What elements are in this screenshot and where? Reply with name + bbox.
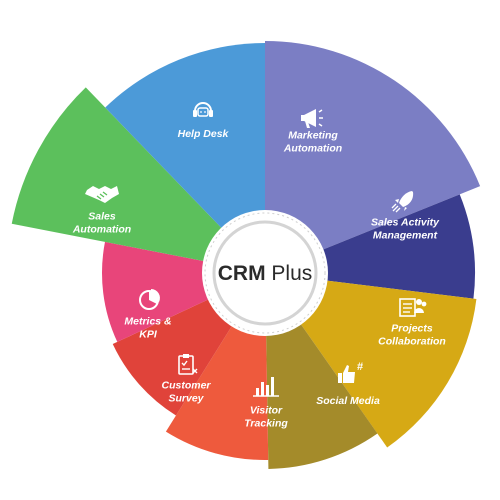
segment-label-line: Projects: [391, 323, 433, 335]
segment-label-line: Survey: [168, 393, 204, 405]
center-hub: CRM Plus: [202, 210, 328, 336]
segment-label-metrics-kpi: Metrics &KPI: [124, 316, 171, 341]
rocket-icon: [391, 191, 414, 213]
segment-wedge-sales-automation: [11, 87, 265, 273]
segment-label-line: Automation: [72, 224, 131, 236]
segment-label-line: Sales: [88, 211, 116, 223]
center-title: CRM Plus: [218, 262, 313, 285]
headset-icon: [193, 102, 213, 117]
segment-label-line: Collaboration: [378, 336, 446, 348]
team-board-icon: [399, 298, 427, 317]
handshake-icon: [85, 186, 119, 203]
survey-clipboard-icon: [178, 354, 198, 375]
segment-label-line: Customer: [161, 380, 211, 392]
segment-label-line: Automation: [283, 143, 342, 155]
segment-label-line: Help Desk: [178, 128, 230, 140]
segment-label-line: Tracking: [244, 418, 288, 430]
segment-help-desk: Help Desk: [105, 43, 265, 273]
megaphone-icon: [301, 109, 323, 128]
center-inner-disc: [212, 220, 318, 326]
segment-wedge-projects-collaboration: [265, 273, 477, 448]
segment-wedge-help-desk: [105, 43, 265, 273]
segment-label-line: Marketing: [288, 130, 338, 142]
segment-label-line: Visitor: [250, 405, 283, 417]
bar-chart-icon: [253, 377, 279, 397]
center-title-rest: Plus: [266, 262, 313, 285]
segment-label-help-desk: Help Desk: [178, 128, 230, 140]
thumbs-up-hashtag-icon: #: [338, 361, 363, 383]
center-title-bold: CRM: [218, 262, 266, 285]
center-dotted-ring: [204, 212, 326, 334]
pie-chart-icon: [139, 289, 160, 310]
segment-label-line: Social Media: [316, 395, 380, 407]
segment-label-social-media: Social Media: [316, 395, 380, 407]
segment-label-line: KPI: [139, 329, 158, 341]
segment-wedge-marketing-automation: [265, 41, 481, 273]
svg-text:#: #: [357, 361, 363, 373]
segment-label-line: Metrics &: [124, 316, 171, 328]
segment-label-line: Management: [373, 230, 438, 242]
segment-label-line: Sales Activity: [371, 217, 440, 229]
